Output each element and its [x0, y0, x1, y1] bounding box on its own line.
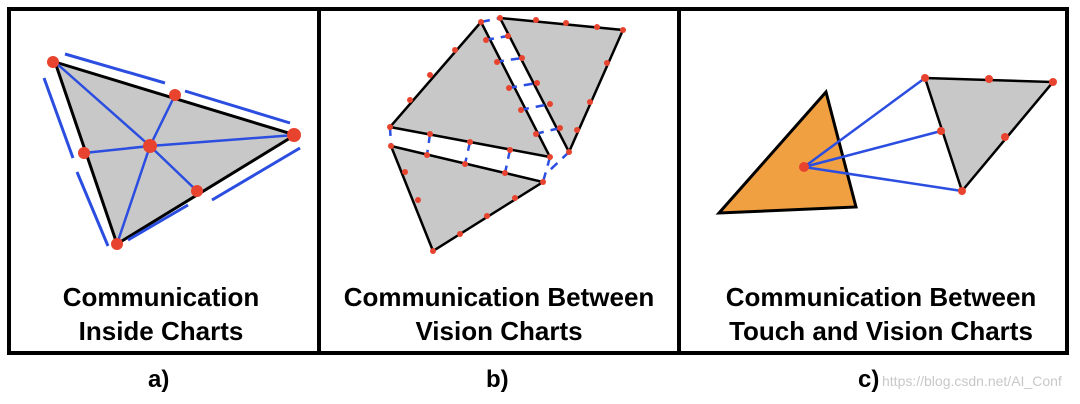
- vertex-points: [799, 74, 1057, 195]
- panel-label-a: a): [148, 366, 170, 393]
- touch-chart: [715, 88, 858, 215]
- boundary-communication-lines: [42, 52, 301, 247]
- panel-a-diagram: [42, 52, 301, 250]
- vision-chart-right: [497, 16, 625, 155]
- vertex-points: [47, 56, 301, 250]
- internal-communication-lines: [54, 61, 296, 245]
- panel-b-diagram: [387, 15, 626, 254]
- panel-label-c: c): [858, 366, 880, 393]
- panel-divider-1: [317, 7, 321, 355]
- vision-chart: [923, 76, 1056, 194]
- inter-chart-communication-lines: [388, 16, 570, 183]
- panel-label-b: b): [486, 366, 509, 393]
- touch-vision-communication-lines: [803, 76, 963, 193]
- caption-line-2: Inside Charts: [78, 316, 244, 346]
- panel-c-diagram: [715, 74, 1057, 215]
- caption-line-2: Vision Charts: [415, 316, 583, 346]
- caption-line-1: Communication Between: [343, 282, 655, 312]
- panel-divider-2: [677, 7, 681, 355]
- caption-panel-a: Communication Inside Charts: [0, 280, 331, 348]
- caption-panel-c: Communication Between Touch and Vision C…: [711, 280, 1051, 348]
- caption-line-1: Communication Between: [725, 282, 1037, 312]
- caption-line-1: Communication: [62, 282, 260, 312]
- figure-frame: [7, 7, 1069, 355]
- vision-chart-bottom: [388, 144, 547, 253]
- watermark: https://blog.csdn.net/AI_Conf: [882, 373, 1062, 389]
- caption-line-2: Touch and Vision Charts: [729, 316, 1033, 346]
- vertex-points: [387, 15, 626, 254]
- caption-panel-b: Communication Between Vision Charts: [329, 280, 669, 348]
